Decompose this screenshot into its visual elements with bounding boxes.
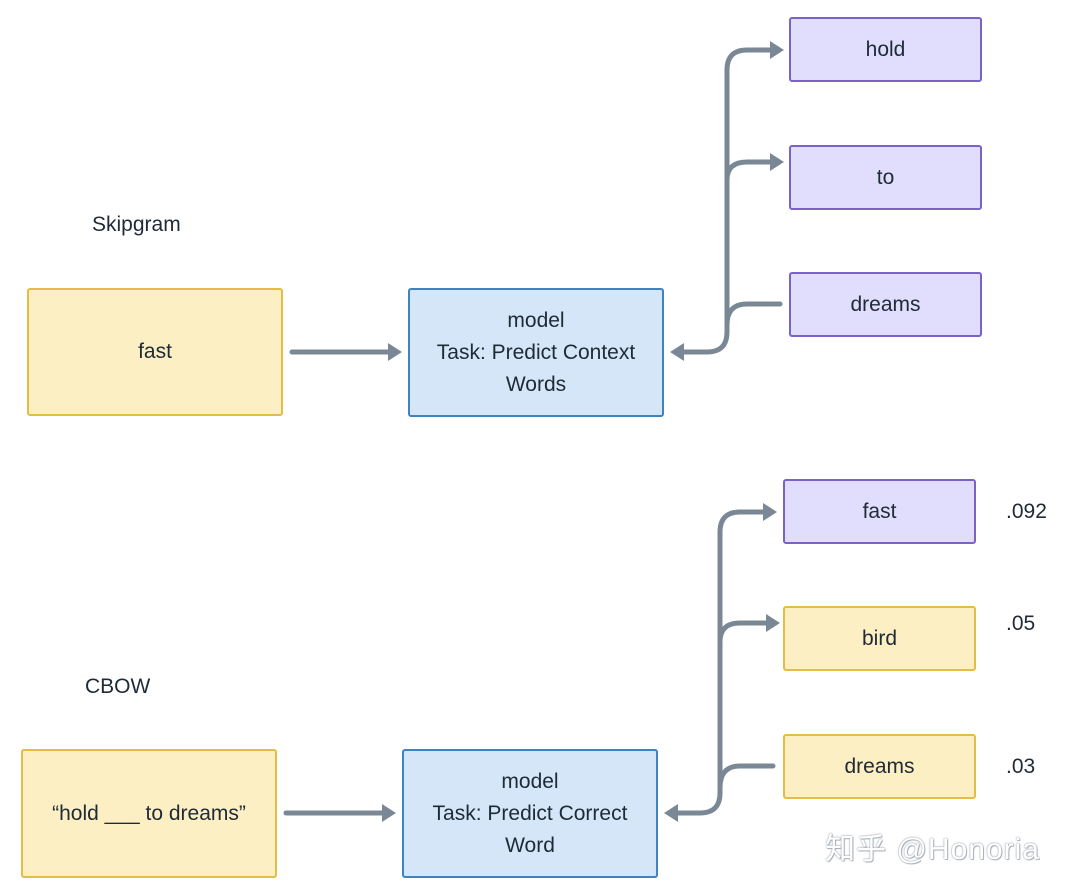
skipgram-output-to: to xyxy=(789,145,982,210)
cbow-fast-arrowhead xyxy=(763,503,777,521)
skipgram-hold-arrowhead xyxy=(770,41,784,59)
skipgram-to-arrowhead xyxy=(770,153,784,171)
cbow-branch-dreams xyxy=(717,763,776,791)
cbow-output-fast: fast xyxy=(783,479,976,544)
cbow-trunk xyxy=(673,529,723,816)
cbow-input-phrase: “hold ___ to dreams” xyxy=(52,801,246,825)
skipgram-label: Skipgram xyxy=(92,213,181,236)
cbow-output-dreams: dreams xyxy=(783,734,976,799)
cbow-model-box: model Task: Predict Correct Word xyxy=(402,749,658,878)
cbow-output-word: bird xyxy=(861,626,898,650)
cbow-branch-fast xyxy=(717,509,770,535)
skipgram-output-word: dreams xyxy=(850,292,921,316)
skipgram-branch-to xyxy=(724,159,777,183)
cbow-model-arrowhead xyxy=(664,804,678,822)
cbow-score-bird: .05 xyxy=(1006,612,1036,635)
cbow-input-arrowhead xyxy=(382,804,396,822)
cbow-label: CBOW xyxy=(85,675,151,698)
skipgram-branch-dreams xyxy=(724,301,783,328)
skipgram-input-box: fast xyxy=(27,288,283,416)
watermark: 知乎 @Honoria xyxy=(825,833,1040,866)
cbow-score-dreams: .03 xyxy=(1006,755,1036,778)
skipgram-output-hold: hold xyxy=(789,17,982,82)
skipgram-model-title: model xyxy=(507,308,565,332)
cbow-output-word: dreams xyxy=(844,754,915,778)
cbow-score-fast: .092 xyxy=(1006,500,1047,523)
cbow-output-bird: bird xyxy=(783,606,976,671)
skipgram-output-dreams: dreams xyxy=(789,272,982,337)
skipgram-input-arrowhead xyxy=(388,343,402,361)
cbow-input-box: “hold ___ to dreams” xyxy=(21,749,277,878)
cbow-bird-arrowhead xyxy=(766,614,780,632)
cbow-output-word: fast xyxy=(862,499,897,523)
skipgram-model-task: Task: Predict Context xyxy=(436,340,636,364)
cbow-branch-bird xyxy=(717,620,773,645)
cbow-model-title: model xyxy=(501,769,559,793)
cbow-model-task: Task: Predict Correct xyxy=(432,801,628,825)
skipgram-output-word: hold xyxy=(865,37,906,61)
skipgram-model-arrowhead xyxy=(670,343,684,361)
skipgram-branch-hold xyxy=(724,47,777,73)
skipgram-trunk xyxy=(679,67,730,355)
skipgram-model-box: model Task: Predict Context Words xyxy=(408,288,664,417)
skipgram-output-word: to xyxy=(876,165,895,189)
skipgram-model-task-cont: Words xyxy=(505,372,567,396)
cbow-model-task-cont: Word xyxy=(505,833,555,857)
skipgram-input-word: fast xyxy=(138,340,172,363)
